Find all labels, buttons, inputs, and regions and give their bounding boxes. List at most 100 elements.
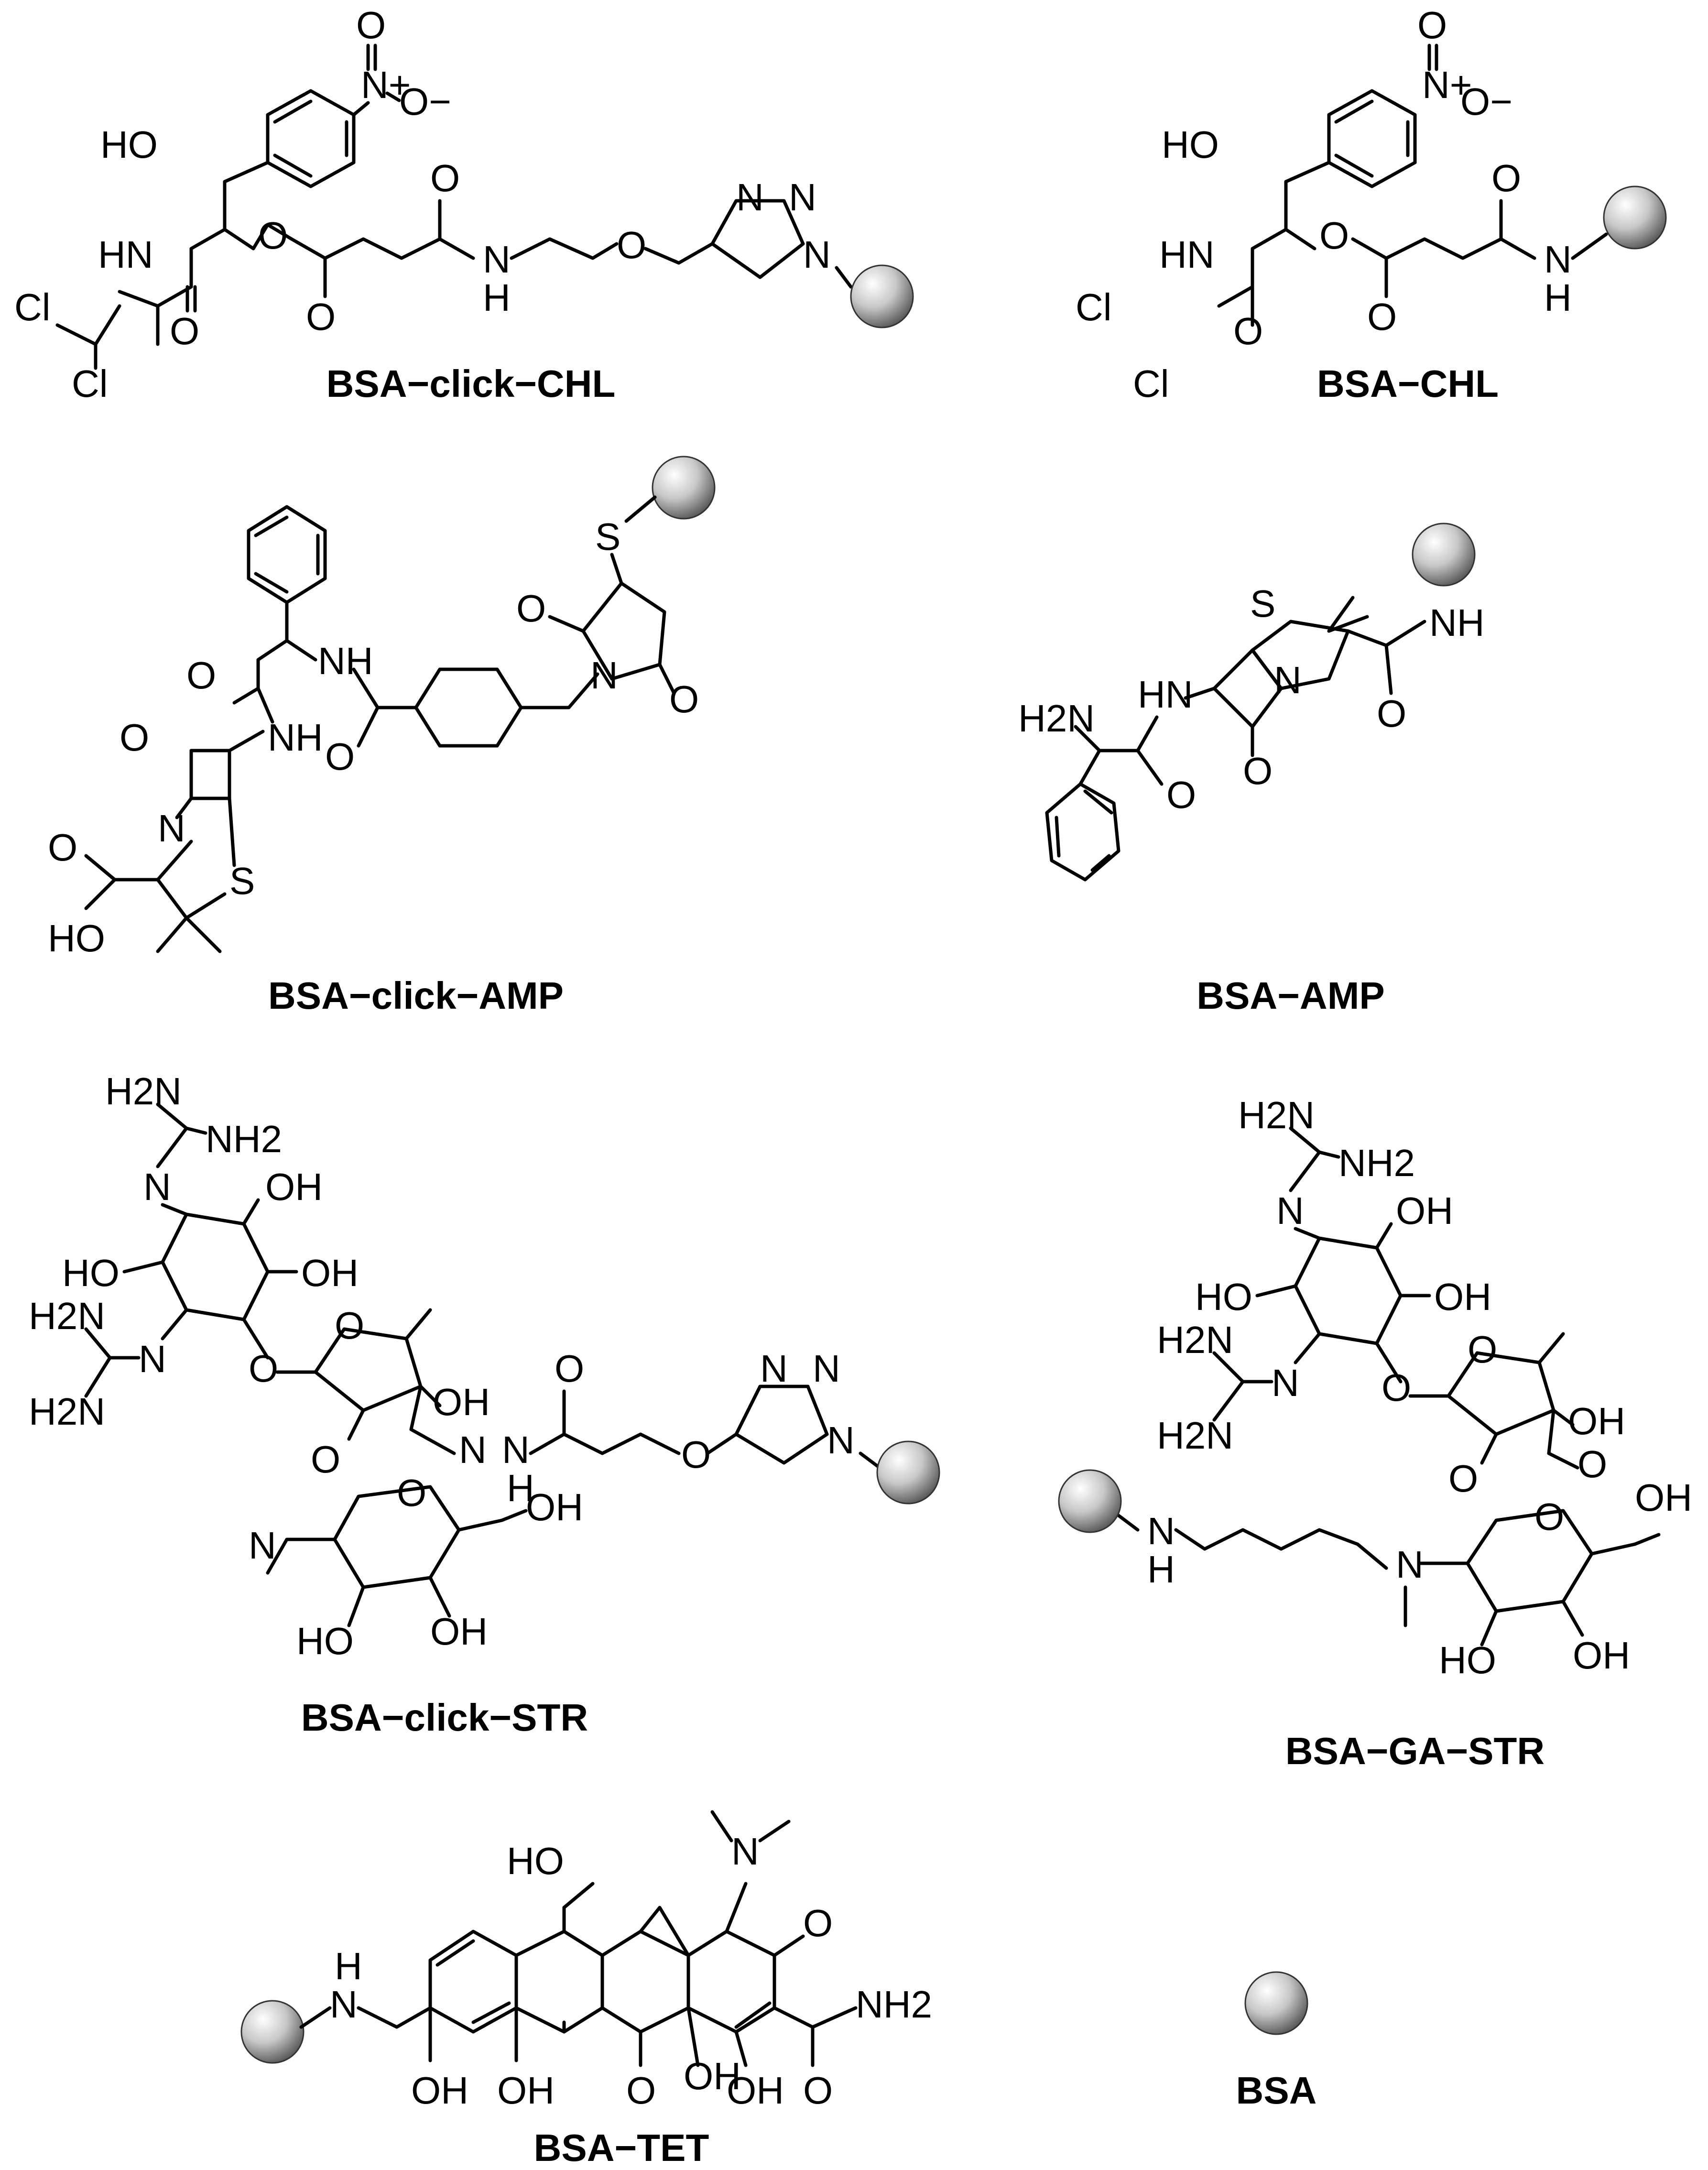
atom-label: N: [1276, 1189, 1304, 1232]
atom-label: HO: [1195, 1276, 1252, 1318]
atom-label: OH: [301, 1252, 359, 1294]
atom-label: O: [306, 295, 336, 338]
atom-label: O: [311, 1438, 340, 1481]
caption-bsa-tet: BSA−TET: [534, 2126, 709, 2169]
atom-label: N: [459, 1428, 487, 1471]
atom-label: OH: [1635, 1476, 1692, 1519]
structure-bsa-click-str: H2N NH2 N OH HO OH H2N H2N N O O OH N N …: [29, 1070, 940, 1739]
atom-label: HN: [98, 233, 153, 276]
atom-label: N: [139, 1338, 166, 1380]
atom-label: H: [1147, 1548, 1175, 1591]
atom-label: O: [249, 1347, 278, 1390]
atom-label: O: [1534, 1495, 1564, 1538]
caption-bsa-click-amp: BSA−click−AMP: [268, 974, 564, 1017]
atom-label: O: [335, 1304, 364, 1347]
atom-label: N: [813, 1347, 840, 1390]
bsa-sphere: [1058, 1469, 1122, 1533]
atom-label: N: [827, 1419, 855, 1461]
atom-label: N: [1544, 238, 1572, 281]
atom-label: O: [258, 214, 288, 257]
atom-label: OH: [727, 2069, 784, 2112]
atom-label: Cl: [1133, 362, 1169, 405]
atom-label: OH: [497, 2069, 555, 2112]
atom-label: H2N: [29, 1390, 105, 1433]
atom-label: NH: [318, 640, 373, 682]
structure-bsa-ga-str: H2N NH2 N OH HO OH H2N H2N N O O OH O O …: [1058, 1094, 1692, 1772]
atom-label: H2N: [1238, 1094, 1315, 1136]
atom-label: NH: [268, 716, 323, 759]
bsa-sphere: [850, 264, 914, 328]
atom-label: OH: [684, 2055, 741, 2097]
atom-label: O: [48, 826, 77, 869]
atom-label: HO: [296, 1620, 354, 1662]
atom-label: O: [356, 4, 386, 46]
atom-label: S: [1250, 582, 1275, 625]
atom-label: O: [430, 157, 460, 199]
atom-label: OH: [411, 2069, 468, 2112]
atom-label: N: [736, 176, 764, 218]
atom-label: N: [760, 1347, 788, 1390]
atom-label: NH2: [856, 1983, 932, 2026]
atom-label: H2N: [1157, 1319, 1233, 1361]
atom-label: H2N: [29, 1295, 105, 1337]
atom-label: OH: [1568, 1400, 1625, 1442]
atom-label: O: [186, 654, 216, 697]
atom-label: HO: [507, 1840, 564, 1882]
atom-label: O: [1377, 692, 1406, 735]
atom-label: O: [1468, 1328, 1497, 1371]
atom-label: O: [803, 1902, 833, 1944]
structure-bsa: BSA: [1236, 1971, 1316, 2112]
atom-label: O−: [399, 80, 451, 123]
atom-label: O: [803, 2069, 833, 2112]
bsa-sphere: [1603, 185, 1667, 250]
atom-label: N: [1272, 1362, 1299, 1404]
atom-label: O: [516, 587, 546, 630]
atom-label: N+: [1422, 64, 1472, 106]
atom-label: OH: [1573, 1634, 1630, 1677]
atom-label: N+: [361, 64, 411, 106]
atom-label: HO: [48, 917, 105, 960]
atom-label: OH: [430, 1610, 488, 1653]
structure-bsa-tet: N H HO N O O NH2 OH OH O OH OH BSA−TET: [240, 1810, 932, 2169]
atom-label: H: [483, 276, 511, 319]
caption-bsa-amp: BSA−AMP: [1197, 974, 1384, 1017]
atom-label: N: [789, 176, 816, 218]
atom-label: O: [1166, 774, 1196, 816]
atom-label: N: [330, 1983, 358, 2026]
structure-bsa-chl: O N+ O− HO HN O Cl Cl O O O N H BSA−CHL: [1076, 4, 1667, 405]
atom-label: O: [1243, 750, 1273, 792]
atom-label: O: [1448, 1457, 1478, 1500]
atom-label: Cl: [72, 362, 108, 405]
caption-bsa-click-str: BSA−click−STR: [301, 1696, 588, 1739]
atom-label: S: [595, 515, 620, 558]
atom-label: H2N: [105, 1070, 182, 1112]
atom-label: O: [626, 2069, 656, 2112]
atom-label: O: [1417, 4, 1447, 46]
atom-label: HO: [100, 123, 158, 166]
atom-label: O: [1367, 295, 1397, 338]
structure-bsa-amp: NH O S N O HN O H2N BSA−AMP: [1018, 523, 1485, 1017]
atom-label: HO: [1162, 123, 1219, 166]
atom-label: N: [249, 1524, 276, 1567]
atom-label: O: [397, 1472, 426, 1514]
atom-label: O: [325, 735, 355, 778]
atom-label: OH: [433, 1381, 490, 1423]
atom-label: OH: [1396, 1189, 1453, 1232]
atom-label: OH: [526, 1486, 583, 1528]
atom-label: Cl: [14, 286, 51, 328]
atom-label: H: [1544, 276, 1572, 319]
atom-label: O: [1577, 1443, 1607, 1485]
atom-label: N: [502, 1428, 530, 1471]
caption-bsa-click-chl: BSA−click−CHL: [326, 362, 616, 405]
atom-label: N: [731, 1830, 759, 1873]
atom-label: OH: [265, 1166, 323, 1208]
atom-label: O: [669, 678, 699, 720]
atom-label: HN: [1159, 233, 1215, 276]
atom-label: N: [483, 238, 511, 281]
atom-label: O: [1491, 157, 1521, 199]
atom-label: O: [681, 1433, 711, 1476]
atom-label: O: [1233, 310, 1263, 352]
atom-label: OH: [1434, 1276, 1491, 1318]
bsa-sphere: [652, 456, 716, 520]
